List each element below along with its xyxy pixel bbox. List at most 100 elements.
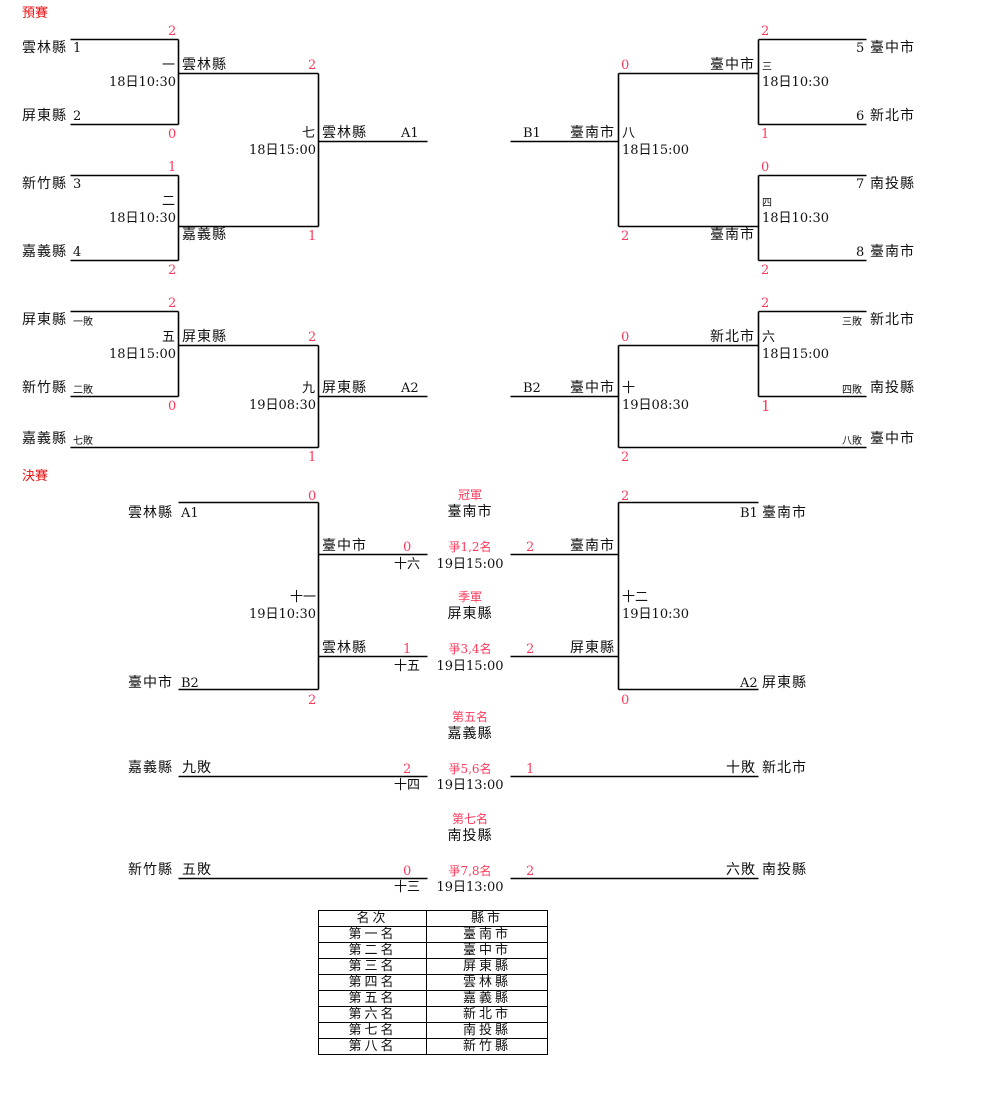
- score: 0: [621, 58, 630, 73]
- slot-label: B2: [523, 381, 541, 396]
- section-title-final: 決賽: [22, 469, 49, 484]
- game-time: 19日08:30: [622, 398, 690, 413]
- team-name: 臺中市: [870, 40, 915, 56]
- winner-name: 臺中市: [710, 57, 755, 73]
- game-number: 三: [762, 62, 772, 73]
- county-cell: 雲林縣: [426, 974, 548, 991]
- score: 2: [621, 450, 630, 465]
- score: 2: [168, 24, 177, 39]
- seed-number: 6: [856, 109, 865, 124]
- seed-number: 8: [856, 245, 865, 260]
- rank-cell: 第三名: [318, 958, 427, 975]
- game-number: 十一: [289, 590, 316, 605]
- county-cell: 嘉義縣: [426, 990, 548, 1007]
- score: 1: [403, 642, 412, 657]
- table-row: 第八名新竹縣: [318, 1038, 548, 1055]
- source-label: 二敗: [73, 385, 93, 396]
- match-label: 爭1,2名: [448, 540, 492, 554]
- placement-result: 臺南市: [447, 504, 493, 520]
- score: 2: [761, 263, 770, 278]
- score: 2: [308, 330, 317, 345]
- game-time: 18日15:00: [622, 143, 690, 158]
- slot-label: B2: [181, 676, 199, 691]
- score: 2: [168, 296, 177, 311]
- team-name: 新竹縣: [22, 380, 67, 396]
- placement-result: 嘉義縣: [447, 726, 493, 742]
- table-row: 第二名臺中市: [318, 942, 548, 959]
- team-name: 屏東縣: [22, 108, 67, 124]
- game-time: 18日10:30: [108, 75, 176, 90]
- team-name: 臺中市: [870, 431, 915, 447]
- rank-cell: 第六名: [318, 1006, 427, 1023]
- score: 2: [761, 296, 770, 311]
- rank-cell: 第二名: [318, 942, 427, 959]
- score: 0: [761, 160, 770, 175]
- game-time: 19日13:00: [436, 880, 504, 895]
- team-name: 屏東縣: [762, 675, 807, 691]
- game-number: 十二: [622, 590, 649, 605]
- game-time: 19日15:00: [436, 659, 504, 674]
- game-number: 一: [161, 58, 175, 73]
- game-time: 19日10:30: [622, 607, 690, 622]
- team-name: 嘉義縣: [22, 244, 67, 260]
- placement-result: 屏東縣: [447, 606, 493, 622]
- score: 1: [761, 397, 771, 415]
- table-row: 第四名雲林縣: [318, 974, 548, 991]
- game-number: 五: [161, 330, 175, 345]
- score: 1: [761, 127, 770, 142]
- score: 2: [761, 24, 770, 39]
- game-number: 七: [301, 126, 315, 141]
- source-label: 五敗: [182, 862, 212, 878]
- placement-title: 季軍: [457, 590, 482, 604]
- score: 0: [403, 540, 412, 555]
- winner-name: 臺南市: [570, 125, 615, 141]
- winner-name: 臺中市: [570, 380, 615, 396]
- source-label: 九敗: [182, 760, 212, 776]
- game-time: 18日10:30: [108, 211, 176, 226]
- table-row: 第五名嘉義縣: [318, 990, 548, 1007]
- game-number: 八: [622, 126, 636, 141]
- county-cell: 新北市: [426, 1006, 548, 1023]
- table-header-row: 名次 縣市: [318, 910, 548, 927]
- winner-name: 屏東縣: [322, 380, 367, 396]
- score: 2: [621, 489, 630, 504]
- score: 0: [168, 399, 177, 414]
- source-label: 七敗: [73, 436, 93, 447]
- game-time: 19日13:00: [436, 778, 504, 793]
- source-label: 四敗: [842, 385, 862, 396]
- rank-cell: 第八名: [318, 1038, 427, 1055]
- game-number: 十: [622, 381, 636, 396]
- score: 2: [526, 540, 535, 555]
- score: 2: [308, 58, 317, 73]
- rank-cell: 第五名: [318, 990, 427, 1007]
- score: 1: [308, 229, 317, 244]
- rank-cell: 第四名: [318, 974, 427, 991]
- column-header-rank: 名次: [318, 910, 427, 927]
- source-label: 三敗: [842, 317, 862, 328]
- team-name: 新北市: [870, 108, 915, 124]
- slot-label: A2: [740, 676, 758, 691]
- source-label: 一敗: [73, 317, 93, 328]
- game-number: 四: [762, 198, 772, 209]
- game-time: 19日15:00: [436, 557, 504, 572]
- game-time: 18日15:00: [762, 347, 830, 362]
- placement-title: 第七名: [451, 812, 488, 826]
- table-row: 第六名新北市: [318, 1006, 548, 1023]
- winner-name: 雲林縣: [182, 57, 227, 73]
- winner-name: 臺中市: [322, 538, 367, 554]
- winner-name: 新北市: [710, 329, 755, 345]
- slot-label: B1: [523, 126, 541, 141]
- team-name: 新竹縣: [128, 862, 173, 878]
- team-name: 臺中市: [128, 675, 173, 691]
- rank-cell: 第七名: [318, 1022, 427, 1039]
- game-time: 18日15:00: [248, 143, 316, 158]
- team-name: 新北市: [870, 312, 915, 328]
- team-name: 嘉義縣: [22, 431, 67, 447]
- team-name: 臺南市: [870, 244, 915, 260]
- team-name: 新竹縣: [22, 176, 67, 192]
- game-number: 十三: [393, 880, 420, 895]
- score: 0: [621, 330, 630, 345]
- team-name: 南投縣: [762, 862, 807, 878]
- match-label: 爭7,8名: [448, 864, 492, 878]
